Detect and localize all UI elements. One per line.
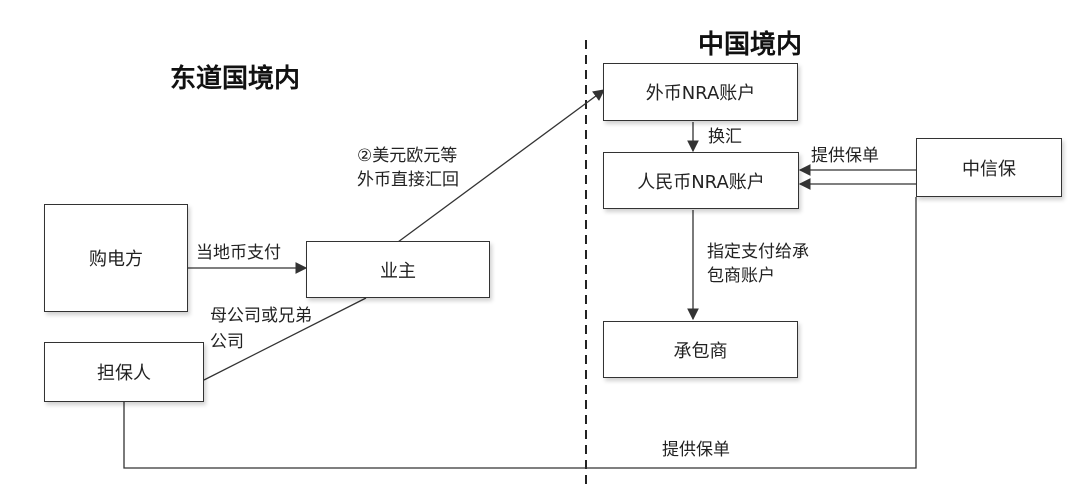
node-owner: 业主: [306, 241, 490, 298]
label-parent-company-line1: 母公司或兄弟: [210, 306, 312, 326]
region-title-host-country: 东道国境内: [170, 64, 301, 94]
label-pay-contractor-line2: 包商账户: [707, 266, 775, 286]
node-sinosure: 中信保: [916, 138, 1062, 197]
label-policy-bottom: 提供保单: [662, 440, 730, 460]
node-fx-nra-account: 外币NRA账户: [603, 63, 798, 121]
label-fx-remit-line1: ②美元欧元等: [357, 146, 458, 166]
label-pay-contractor-line1: 指定支付给承: [707, 242, 809, 262]
edge-fx-remit: [397, 89, 605, 243]
label-policy-top: 提供保单: [811, 146, 879, 166]
label-local-payment: 当地币支付: [196, 243, 281, 263]
label-parent-company-line2: 公司: [210, 332, 244, 352]
node-buyer: 购电方: [44, 204, 188, 312]
edge-policy-bottom: [123, 197, 917, 469]
node-contractor: 承包商: [603, 321, 798, 378]
region-title-china: 中国境内: [698, 30, 803, 60]
label-exchange: 换汇: [708, 127, 742, 147]
edge-parent-company: [203, 297, 367, 381]
node-rmb-nra-account: 人民币NRA账户: [603, 152, 799, 209]
label-fx-remit-line2: 外币直接汇回: [357, 170, 459, 190]
node-guarantor: 担保人: [44, 342, 204, 402]
